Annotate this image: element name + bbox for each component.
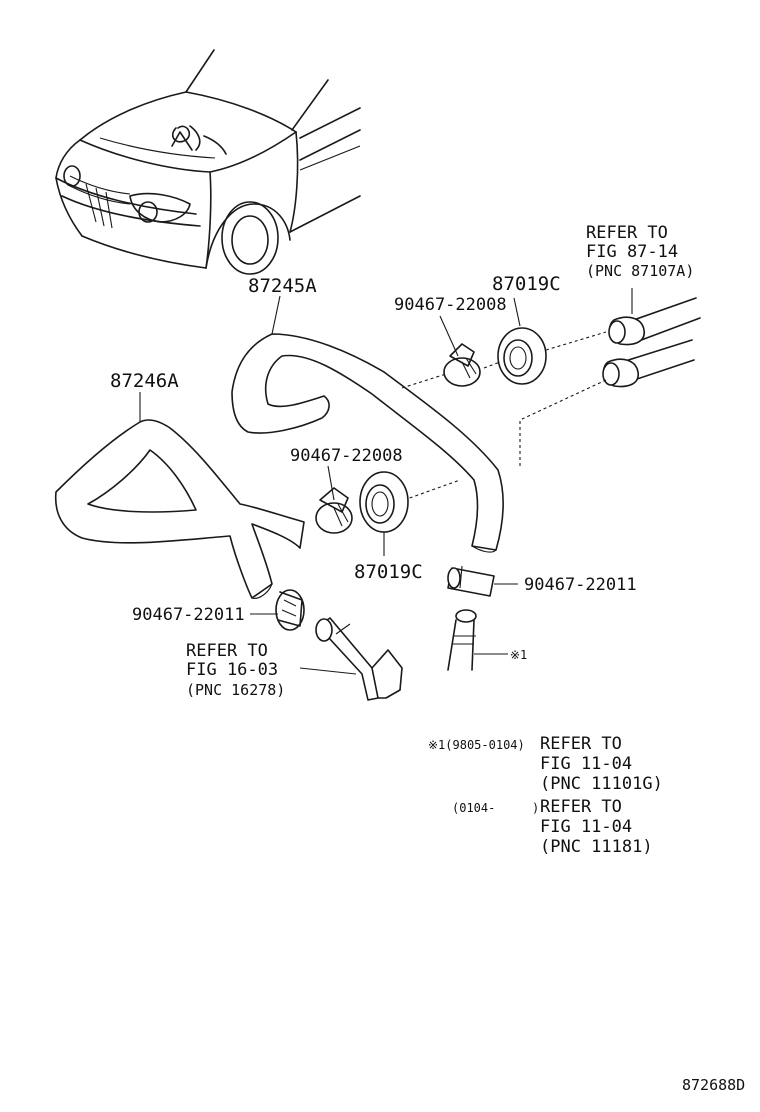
- clamp-left: [275, 589, 305, 631]
- label-87246A: 87246A: [110, 370, 179, 392]
- note2-line2: FIG 11-04: [540, 817, 632, 837]
- grommet-top: [497, 327, 547, 385]
- label-87019C-bottom: 87019C: [354, 561, 423, 583]
- label-87245A: 87245A: [248, 275, 317, 297]
- note2-line1: REFER TO: [540, 797, 622, 817]
- note2-mark-close: ): [532, 801, 539, 815]
- note2-mark: (0104-: [452, 801, 495, 815]
- note1-line2: FIG 11-04: [540, 754, 632, 774]
- marker-x1: ※1: [510, 648, 527, 662]
- note1-line1: REFER TO: [540, 734, 622, 754]
- ref-left-line3: (PNC 16278): [186, 681, 285, 699]
- label-90467-22008-top: 90467-22008: [394, 295, 507, 315]
- clamp-mid: [315, 487, 353, 534]
- ref-top-right-line2: FIG 87-14: [586, 242, 678, 262]
- hose-87246A: [54, 419, 305, 599]
- note1-mark: ※1(9805-0104): [428, 738, 525, 752]
- car-illustration: [55, 49, 361, 275]
- ref-left-line1: REFER TO: [186, 641, 268, 661]
- label-leaders: [139, 295, 521, 675]
- assembly-leaders: [401, 331, 607, 501]
- note1-line3: (PNC 11101G): [540, 774, 663, 794]
- fitting-fig-16-03: [315, 617, 403, 701]
- water-pipe-x1: [447, 609, 508, 671]
- note2-line3: (PNC 11181): [540, 837, 653, 857]
- ref-top-right-line3: (PNC 87107A): [586, 262, 694, 280]
- figure-id: 872688D: [682, 1076, 745, 1094]
- clamp-right: [447, 565, 495, 597]
- label-90467-22011-left: 90467-22011: [132, 605, 245, 625]
- label-90467-22008-mid: 90467-22008: [290, 446, 403, 466]
- heater-pipes: [602, 288, 701, 388]
- hose-87245A: [231, 333, 504, 553]
- label-90467-22011-right: 90467-22011: [524, 575, 637, 595]
- label-87019C-top: 87019C: [492, 273, 561, 295]
- ref-left-line2: FIG 16-03: [186, 660, 278, 680]
- clamp-top: [443, 343, 481, 387]
- grommet-bottom: [359, 471, 409, 533]
- ref-top-right-line1: REFER TO: [586, 223, 668, 243]
